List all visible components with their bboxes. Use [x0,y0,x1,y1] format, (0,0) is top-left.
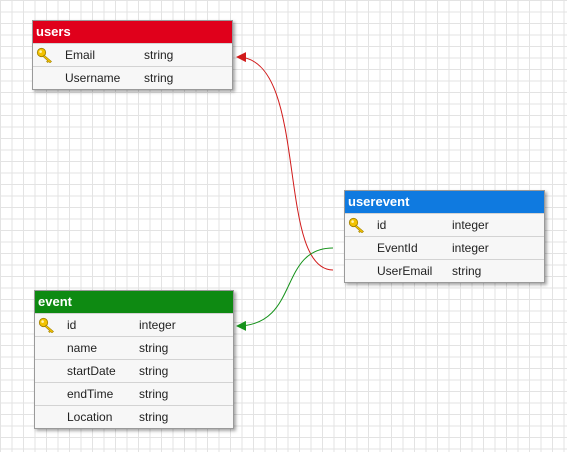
field-name: EventId [377,241,418,255]
link-userevent-to-event [236,247,334,331]
field-type: integer [139,318,176,332]
field-type: string [144,48,174,62]
primary-key-icon [348,217,364,233]
field-row[interactable]: id integer [35,313,233,336]
field-name: name [67,341,98,355]
field-row[interactable]: Location string [35,405,233,428]
field-name: UserEmail [377,264,433,278]
field-row[interactable]: EventId integer [345,236,544,259]
field-row[interactable]: id integer [345,213,544,236]
field-type: string [139,410,169,424]
field-type: string [139,387,169,401]
field-name: Location [67,410,113,424]
table-header-users[interactable]: users [33,21,232,43]
field-row[interactable]: name string [35,336,233,359]
field-row[interactable]: endTime string [35,382,233,405]
table-users[interactable]: users Email string Username string [32,20,233,90]
field-row[interactable]: Email string [33,43,232,66]
field-row[interactable]: UserEmail string [345,259,544,282]
field-type: string [452,264,482,278]
field-name: Username [65,71,121,85]
table-event[interactable]: event id integer name string startDate s… [34,290,234,429]
link-userevent-to-users [236,52,334,271]
field-row[interactable]: Username string [33,66,232,89]
primary-key-icon [38,317,54,333]
table-header-userevent[interactable]: userevent [345,191,544,213]
field-type: integer [452,218,489,232]
field-row[interactable]: startDate string [35,359,233,382]
field-type: string [144,71,174,85]
field-type: string [139,341,169,355]
table-header-event[interactable]: event [35,291,233,313]
field-name: startDate [67,364,116,378]
field-name: endTime [67,387,114,401]
primary-key-icon [36,47,52,63]
field-name: id [377,218,387,232]
field-name: Email [65,48,96,62]
field-type: string [139,364,169,378]
field-name: id [67,318,77,332]
field-type: integer [452,241,489,255]
table-userevent[interactable]: userevent id integer EventId integer Use… [344,190,545,283]
